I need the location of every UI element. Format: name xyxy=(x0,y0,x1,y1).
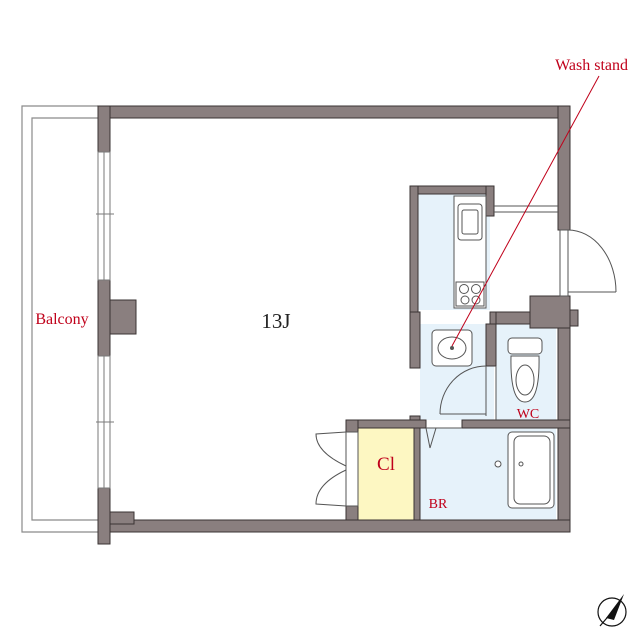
wash-stand-label: Wash stand xyxy=(555,57,628,74)
wash-room-door xyxy=(439,365,487,416)
main-room-label: 13J xyxy=(261,309,290,333)
closet-doors xyxy=(315,431,359,507)
wash-stand xyxy=(431,329,473,367)
bathroom-label: BR xyxy=(429,497,448,512)
toilet-icon xyxy=(507,337,543,403)
entrance-door xyxy=(494,205,617,297)
balcony-windows xyxy=(96,151,114,489)
balcony-area xyxy=(21,105,98,533)
balcony-label: Balcony xyxy=(35,311,88,328)
kitchen-counter xyxy=(453,195,487,309)
closet-label: Cl xyxy=(377,454,395,475)
closet-floor xyxy=(358,428,414,520)
north-arrow-icon xyxy=(597,594,627,627)
bathtub-icon xyxy=(494,431,555,509)
toilet-label: WC xyxy=(517,407,540,422)
bathroom-door xyxy=(425,427,462,449)
wash-stand-leader-line xyxy=(451,75,600,347)
